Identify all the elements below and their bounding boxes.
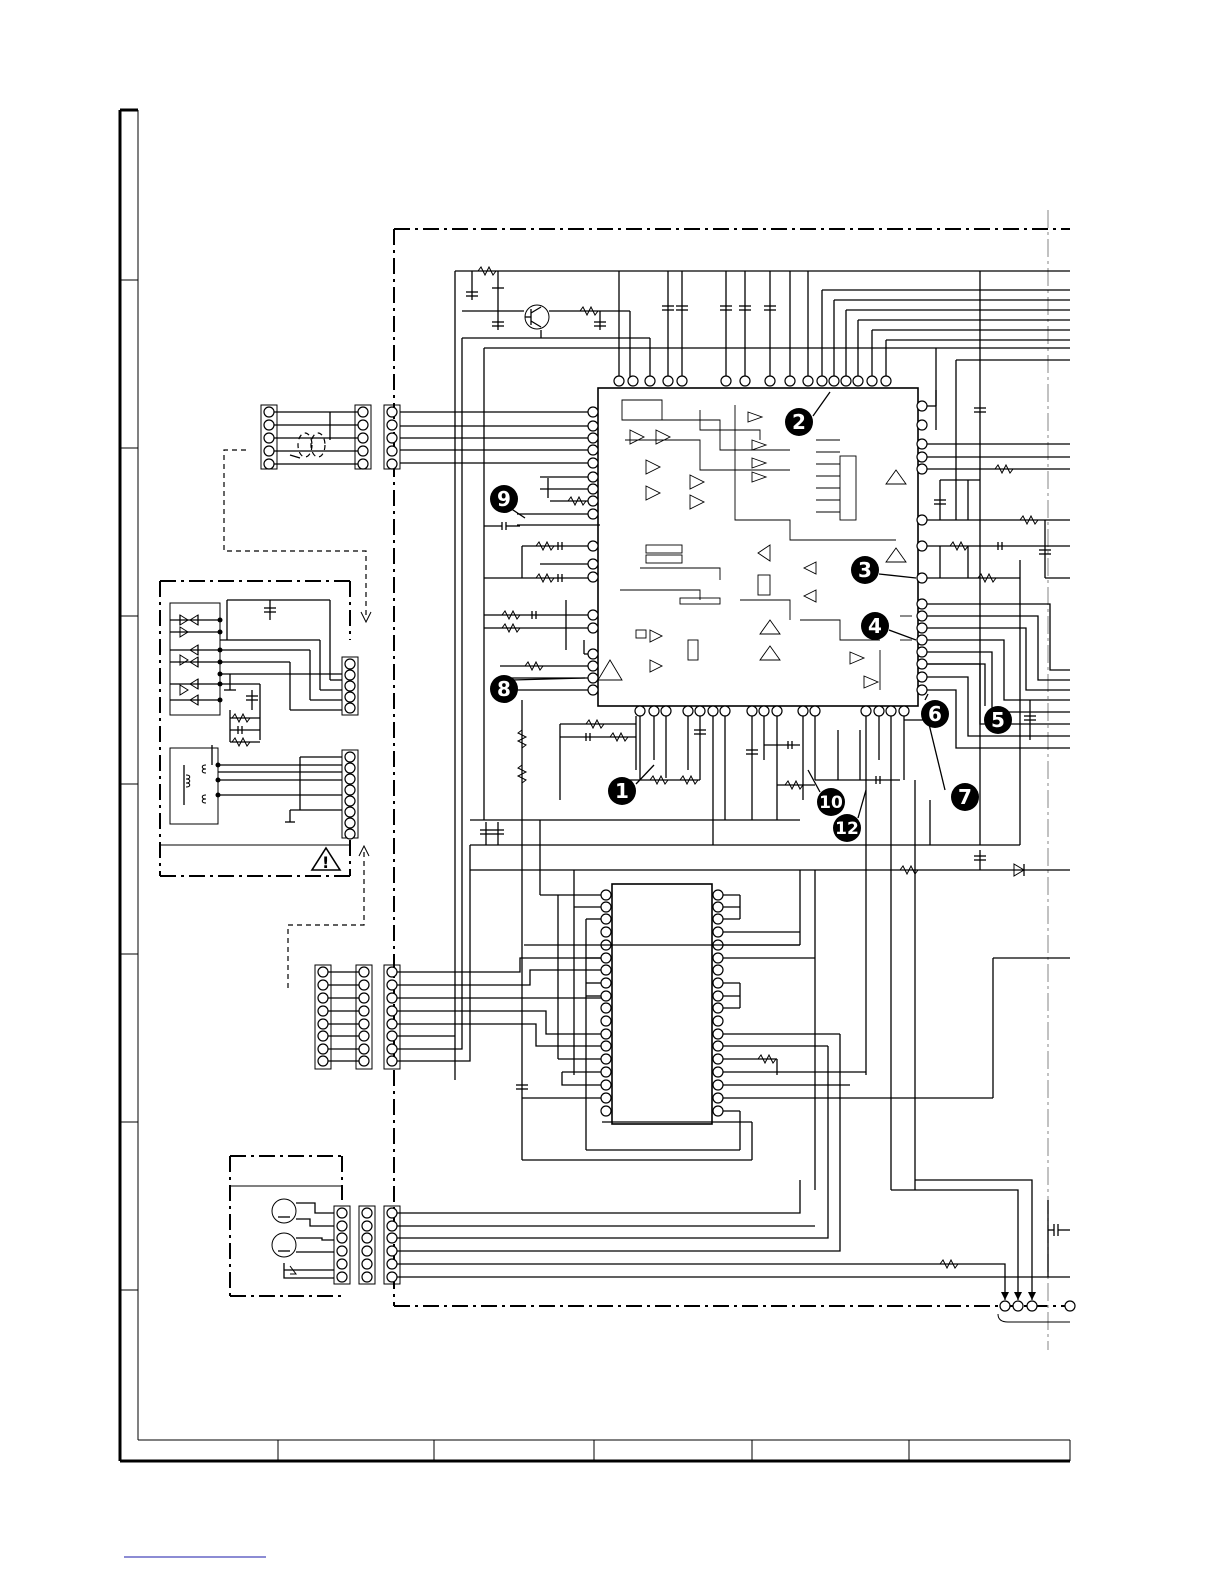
caution-mark: !: [322, 853, 329, 872]
callout-7: 7: [951, 783, 979, 811]
sub-board-power: !: [160, 581, 358, 876]
lower-ic-right-pins: [713, 890, 723, 1116]
svg-text:12: 12: [835, 819, 859, 839]
svg-text:2: 2: [792, 410, 806, 434]
lower-ic-left-pins: [601, 890, 611, 1116]
svg-text:8: 8: [497, 677, 511, 701]
svg-text:5: 5: [991, 708, 1005, 732]
svg-text:4: 4: [868, 614, 882, 638]
callout-8: 8: [490, 675, 518, 703]
ic-left-wiring: [400, 412, 600, 690]
diode-bridge: [180, 615, 198, 705]
callout-9: 9: [490, 485, 518, 513]
svg-text:7: 7: [958, 785, 972, 809]
svg-text:9: 9: [497, 487, 511, 511]
main-ic: [588, 376, 927, 716]
connector-top-left: [261, 405, 400, 469]
outer-frame: [120, 110, 1070, 1461]
main-board-outline: [394, 210, 1070, 1350]
callout-10: 10: [808, 770, 845, 816]
lower-ic: [516, 870, 1070, 1190]
callout-6: 6: [921, 694, 949, 728]
svg-text:1: 1: [615, 779, 629, 803]
callout-1: 1: [608, 765, 654, 805]
svg-text:3: 3: [858, 558, 872, 582]
svg-text:6: 6: [928, 702, 942, 726]
svg-text:10: 10: [819, 793, 843, 813]
caution-icon: !: [312, 848, 340, 872]
